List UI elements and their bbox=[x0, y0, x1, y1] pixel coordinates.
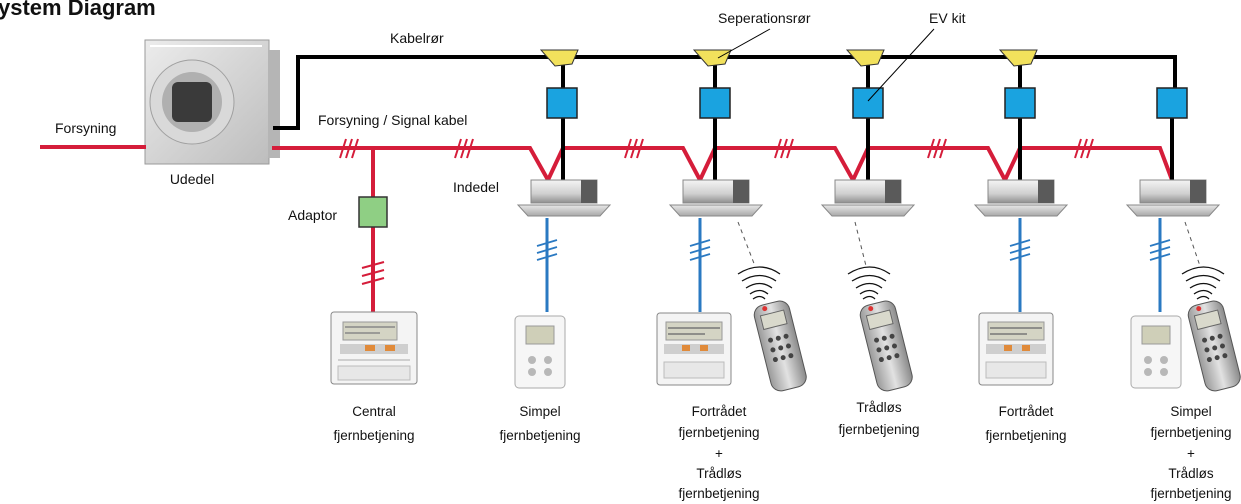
caption-simple-line-1: Simpel bbox=[519, 404, 560, 419]
caption-central-line-2: fjernbetjening bbox=[333, 428, 414, 443]
caption-wired-line-1: Fortrådet bbox=[999, 404, 1054, 419]
adaptor-hash-marks bbox=[361, 261, 385, 285]
caption-simple-line-2: fjernbetjening bbox=[499, 428, 580, 443]
central-remote-control bbox=[330, 311, 418, 385]
caption-simple-wireless-line-1: Simpel bbox=[1170, 404, 1211, 419]
remote-cables bbox=[545, 218, 1162, 312]
caption-wired-wireless-line-3: + bbox=[715, 446, 723, 461]
power-signal-cable-label: Forsyning / Signal kabel bbox=[318, 112, 467, 128]
indoor-unit-2 bbox=[668, 49, 764, 217]
ev-kit-label: EV kit bbox=[929, 10, 966, 26]
power-signal-cable bbox=[272, 146, 1174, 185]
caption-simple-wireless-line-5: fjernbetjening bbox=[1150, 486, 1231, 501]
caption-wireless-line-1: Trådløs bbox=[856, 400, 902, 415]
caption-simple-wireless-line-2: fjernbetjening bbox=[1150, 425, 1231, 440]
wireless-remote-control-3 bbox=[1187, 300, 1241, 392]
outdoor-unit-label: Udedel bbox=[170, 171, 214, 187]
caption-simple-wireless-line-4: Trådløs bbox=[1168, 466, 1214, 481]
wired-remote-control-2 bbox=[978, 312, 1054, 386]
caption-simple-wireless-line-3: + bbox=[1187, 446, 1195, 461]
wired-remote-control-1 bbox=[656, 312, 732, 386]
ev-kit-pointer bbox=[867, 28, 935, 102]
cable-hash-marks bbox=[339, 138, 1094, 159]
caption-wired-wireless-line-2: fjernbetjening bbox=[678, 425, 759, 440]
indoor-unit-1 bbox=[516, 49, 612, 217]
outdoor-unit bbox=[144, 39, 280, 165]
separation-tube-pointer bbox=[717, 28, 771, 59]
wireless-remote-control-1 bbox=[753, 300, 807, 392]
caption-wired-wireless-line-4: Trådløs bbox=[696, 466, 742, 481]
remote-cable-hash-marks bbox=[536, 239, 1171, 261]
adaptor-box bbox=[358, 196, 388, 228]
diagram-title: ystem Diagram bbox=[0, 0, 156, 20]
caption-wired-wireless-line-5: fjernbetjening bbox=[678, 486, 759, 501]
separation-tube-label: Seperationsrør bbox=[718, 10, 811, 26]
indoor-unit-3 bbox=[820, 49, 916, 217]
caption-central-line-1: Central bbox=[352, 404, 396, 419]
caption-wired-line-2: fjernbetjening bbox=[985, 428, 1066, 443]
indoor-unit-4 bbox=[973, 49, 1069, 217]
infrared-links bbox=[737, 221, 1201, 267]
simple-remote-control-2 bbox=[1130, 315, 1182, 389]
indoor-unit-5 bbox=[1125, 87, 1221, 217]
wireless-remote-control-2 bbox=[859, 300, 913, 392]
power-supply-label: Forsyning bbox=[55, 120, 116, 136]
caption-wireless-line-2: fjernbetjening bbox=[838, 422, 919, 437]
caption-wired-wireless-line-1: Fortrådet bbox=[692, 404, 747, 419]
simple-remote-control-1 bbox=[514, 315, 566, 389]
signal-waves bbox=[737, 266, 1225, 300]
refrigerant-pipe-label: Kabelrør bbox=[390, 30, 444, 46]
refrigerant-pipe bbox=[273, 55, 1177, 130]
indoor-unit-label: Indedel bbox=[453, 179, 499, 195]
adaptor-label: Adaptor bbox=[288, 207, 337, 223]
